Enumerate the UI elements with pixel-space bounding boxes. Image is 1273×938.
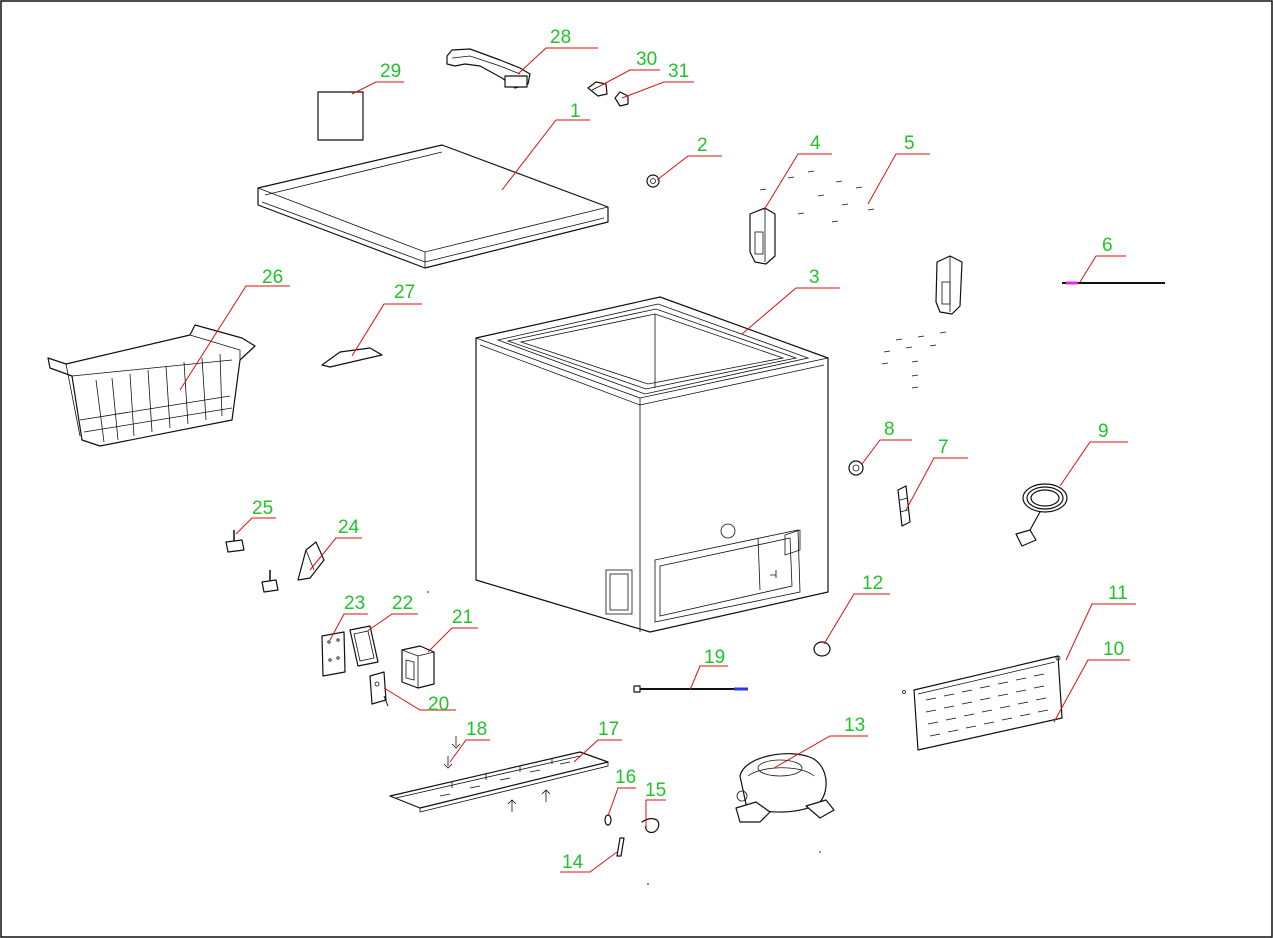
screw-set-lower [881,331,947,389]
leader-8 [861,439,912,465]
cabinet-part [475,296,829,633]
leader-19 [689,665,728,691]
back-grille-part [902,655,1063,751]
leader-31 [621,81,694,99]
callout-2: 2 [697,135,708,156]
bushing-part [646,174,660,188]
callout-17: 17 [598,719,619,740]
wire-harness-part [633,685,748,693]
leveling-foot-lower [261,570,279,593]
callout-9: 9 [1098,421,1109,442]
callout-27: 27 [394,282,415,303]
callout-6: 6 [1102,235,1113,256]
callout-3: 3 [809,267,820,288]
compressor-part [735,753,835,823]
callout-30: 30 [636,49,657,70]
callout-14: 14 [562,852,584,873]
callout-13: 13 [844,715,865,736]
leader-3 [741,287,840,335]
wire-basket-part [47,324,256,447]
leveling-foot-upper [225,530,245,553]
leader-9 [1059,441,1128,487]
callout-20: 20 [428,694,449,715]
leader-27 [351,303,422,357]
callout-10: 10 [1103,639,1124,660]
thermostat-knob-part [848,460,864,476]
callout-11: 11 [1108,583,1128,604]
callout-23: 23 [344,593,365,614]
leader-16 [607,787,636,817]
leader-13 [773,735,868,769]
hose-clip-part [641,818,660,834]
leader-23 [329,613,368,641]
relay-part [349,625,379,667]
hinge-clip-part [587,81,608,97]
base-rail-part [389,751,609,813]
leader-10 [1053,659,1130,723]
leader-24 [309,537,362,571]
callout-21: 21 [452,607,473,628]
leader-5 [867,153,930,205]
mounting-plate-part [321,631,346,677]
callout-4: 4 [810,133,821,154]
rail-screws-part [443,736,551,812]
leader-26 [179,285,290,391]
callout-22: 22 [392,593,413,614]
callout-24: 24 [338,517,360,538]
label-sheet-part [317,91,364,141]
leader-29 [351,81,404,95]
callout-18: 18 [466,719,487,740]
leader-21 [427,627,478,653]
leader-18 [449,739,490,763]
leader-12 [823,593,890,645]
leader-1 [501,119,590,191]
leader-14 [560,851,618,873]
callout-29: 29 [380,61,401,82]
leader-4 [763,153,832,211]
overload-protector-part [369,671,389,707]
callout-labels: 1 2 3 4 5 6 7 8 9 10 11 12 13 14 15 16 1… [252,27,1128,873]
leader-2 [656,155,722,181]
callout-5: 5 [904,133,915,154]
leader-20 [383,687,456,711]
electrical-box-part [401,645,435,689]
callout-28: 28 [550,27,571,48]
thermostat-bracket-part [897,485,911,527]
handle-part [446,48,531,89]
leader-7 [905,457,968,511]
callout-31: 31 [668,61,689,82]
callout-15: 15 [645,780,666,801]
callout-12: 12 [862,573,883,594]
callout-8: 8 [884,419,895,440]
lid-part [257,144,609,269]
hinge-right-part [935,255,963,315]
leader-28 [517,47,598,75]
callout-16: 16 [615,767,636,788]
pin-part [616,837,625,857]
leader-lines [179,47,1136,873]
stray-marks [427,591,821,885]
leader-6 [1079,255,1126,283]
leader-25 [235,517,276,535]
hinge-left-part [749,207,776,265]
screw-set-upper [759,170,875,223]
leader-15 [645,799,666,826]
drain-spout-part [321,347,383,368]
drain-plug-part [604,814,612,826]
grommet-part [813,641,831,657]
leader-30 [599,69,660,87]
callout-26: 26 [262,267,283,288]
leader-11 [1065,603,1136,661]
callout-7: 7 [938,437,949,458]
small-knob-part [614,91,629,107]
callout-19: 19 [704,647,725,668]
callout-1: 1 [570,101,581,122]
callout-25: 25 [252,498,273,519]
leader-17 [573,739,622,763]
power-cord-part [1015,483,1068,547]
leader-22 [365,613,418,633]
